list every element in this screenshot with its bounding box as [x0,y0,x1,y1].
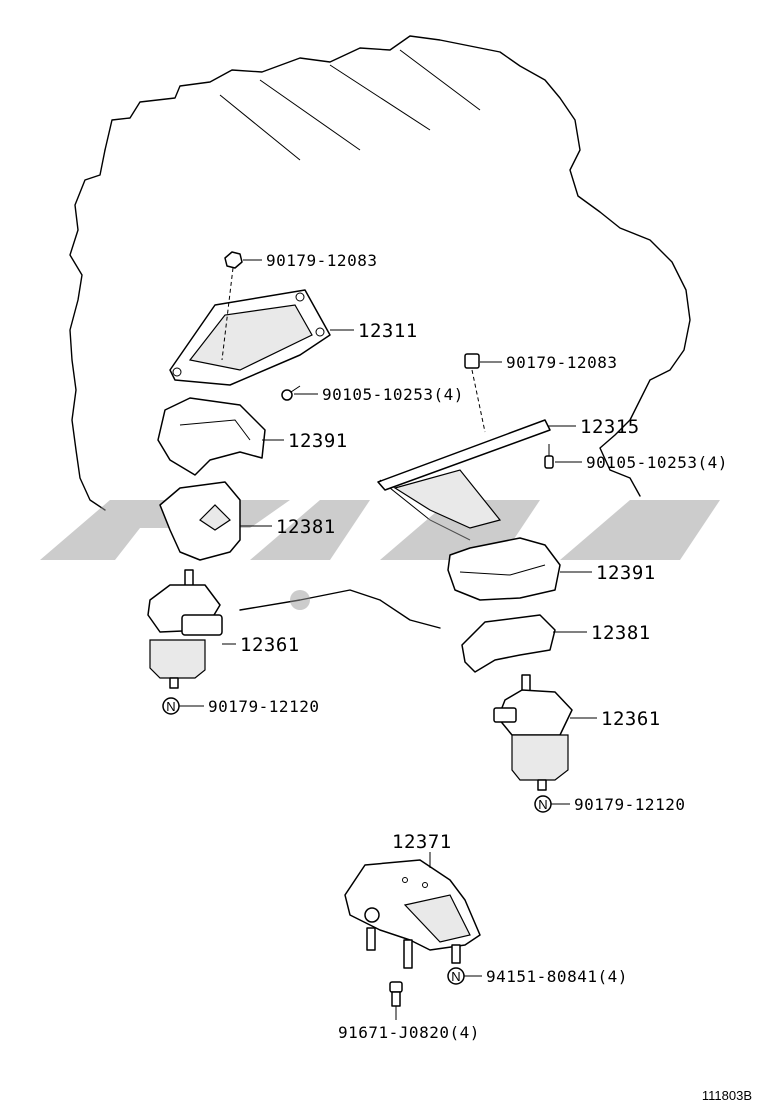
stopper-12381-left [159,481,241,561]
label-nut-left: 90179-12083 [266,251,377,270]
label-nut-mount-left: 90179-12120 [208,697,319,716]
callout-labels: 90179-12083 12311 90105-10253(4) 12391 1… [208,251,752,1103]
bolt-icon-right [544,444,554,469]
bracket-12311 [169,289,331,386]
figure-id: 111803B [702,1088,752,1103]
label-stopper-left: 12381 [276,516,336,538]
label-stopper-right: 12381 [591,622,651,644]
label-nut-right: 90179-12083 [506,353,617,372]
watermark-logo [40,500,720,610]
label-bracket-left: 12311 [358,320,418,342]
label-bolt-left: 90105-10253(4) [322,385,464,404]
label-insulator-right: 12391 [596,562,656,584]
leader-lines [179,259,597,1020]
mount-12361-right [493,674,573,791]
label-rear-mount: 12371 [392,831,452,853]
bolt-icon-left [281,385,301,401]
stopper-12381-right [461,614,556,673]
n-marker-rear: N [447,967,465,985]
label-nut-mount-right: 90179-12120 [574,795,685,814]
mount-12361-left [147,569,223,689]
insulator-12391-right [447,537,561,601]
n-marker-right: N [534,795,552,813]
label-rear-bolt-n: 94151-80841(4) [486,967,628,986]
label-mount-right: 12361 [601,708,661,730]
mount-12371-rear [344,859,481,1007]
label-bolt-right: 90105-10253(4) [586,453,728,472]
nut-icon-right [464,353,480,369]
label-bracket-right: 12315 [580,416,640,438]
nut-icon-left [224,251,243,269]
bracket-12315 [377,419,551,529]
label-mount-left: 12361 [240,634,300,656]
label-rear-bolt: 91671-J0820(4) [338,1023,480,1042]
label-insulator-left: 12391 [288,430,348,452]
svg-text:N: N [538,797,547,812]
svg-text:N: N [451,969,460,984]
n-marker-left: N [162,697,180,715]
insulator-12391-left [157,397,266,476]
svg-text:N: N [166,699,175,714]
